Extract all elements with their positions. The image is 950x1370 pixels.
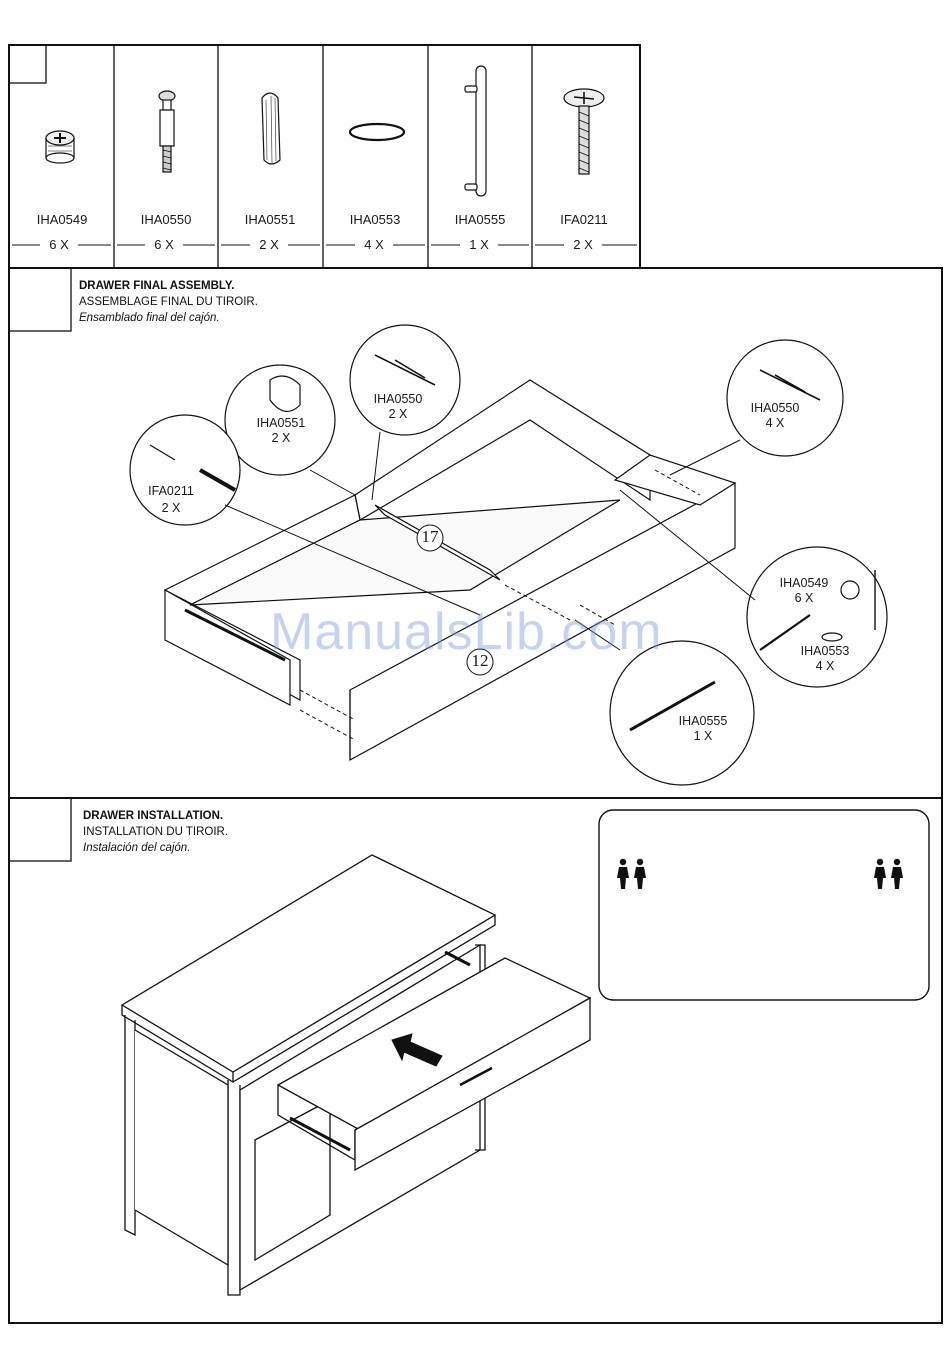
callout-code: IHA0553: [800, 644, 850, 658]
callout-label: IHA0550 4 X: [740, 401, 810, 431]
watermark: ManualsLib.com: [270, 603, 663, 661]
callout-qty: 2 X: [161, 501, 181, 515]
step-title-es: Instalación del cajón.: [83, 842, 191, 854]
two-person-icon: [874, 858, 903, 889]
step-title-en: DRAWER FINAL ASSEMBLY.: [79, 280, 235, 292]
callout-label: IHA0551 2 X: [246, 416, 316, 446]
part-qty: 4 X: [364, 237, 384, 252]
callout-label: IHA0549 6 X: [769, 576, 839, 606]
step-title-es: Ensamblado final del cajón.: [79, 312, 220, 324]
callout-code: IHA0551: [256, 416, 306, 430]
two-person-icon: [617, 858, 646, 889]
part-code: IFA0211: [560, 212, 608, 227]
part-code: IHA0553: [349, 212, 401, 227]
part-qty: 2 X: [259, 237, 279, 252]
part-qty: 6 X: [49, 237, 69, 252]
callout-code: IHA0550: [373, 392, 423, 406]
push-arrow-icon: [391, 1033, 443, 1067]
part-code: IHA0551: [244, 212, 296, 227]
callout-code: IHA0549: [779, 576, 829, 590]
wooden-dowel-icon: [261, 92, 281, 165]
washer-icon: [348, 122, 406, 142]
screw-icon: [563, 88, 605, 175]
callout-code: IFA0211: [148, 484, 194, 498]
part-code: IHA0555: [454, 212, 506, 227]
callout-qty: 1 X: [693, 729, 713, 743]
step-title-fr: ASSEMBLAGE FINAL DU TIROIR.: [79, 296, 258, 308]
cam-lock-icon: [45, 130, 75, 164]
step-drawer-install-header: DRAWER INSTALLATION. INSTALLATION DU TIR…: [83, 808, 228, 856]
part-qty: 6 X: [154, 237, 174, 252]
callout-label: IHA0550 2 X: [363, 392, 433, 422]
callout-label: IFA0211 2 X: [136, 483, 206, 517]
callout-label: IHA0553 4 X: [790, 644, 860, 674]
step-drawer-assembly-header: DRAWER FINAL ASSEMBLY. ASSEMBLAGE FINAL …: [79, 278, 258, 326]
panel-number: 17: [421, 527, 439, 546]
callout-code: IHA0555: [678, 714, 728, 728]
part-qty: 1 X: [469, 237, 489, 252]
callout-qty: 2 X: [388, 407, 408, 421]
callout-qty: 2 X: [271, 431, 291, 445]
drawer-handle-icon: [464, 65, 487, 197]
part-code: IHA0549: [36, 212, 88, 227]
part-code: IHA0550: [140, 212, 192, 227]
callout-qty: 4 X: [815, 659, 835, 673]
panel-number: 12: [471, 651, 489, 670]
step-title-en: DRAWER INSTALLATION.: [83, 810, 224, 822]
callout-code: IHA0550: [750, 401, 800, 415]
cam-bolt-icon: [158, 90, 176, 173]
part-qty: 2 X: [573, 237, 593, 252]
callout-qty: 6 X: [794, 591, 814, 605]
callout-label: IHA0555 1 X: [668, 714, 738, 744]
step-title-fr: INSTALLATION DU TIROIR.: [83, 826, 229, 838]
callout-qty: 4 X: [765, 416, 785, 430]
